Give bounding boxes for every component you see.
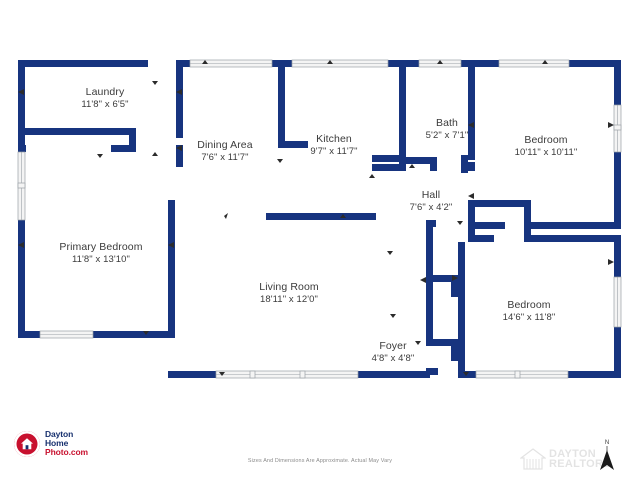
logo-line-1: Dayton xyxy=(45,429,74,439)
disclaimer-text: Sizes And Dimensions Are Approximate. Ac… xyxy=(247,458,393,464)
brand-logo-text: Dayton Home Photo.com xyxy=(45,429,89,458)
compass-north-label: N xyxy=(604,440,610,446)
window-bedroom-north-top xyxy=(498,59,570,68)
watermark-text: DAYTON REALTORS xyxy=(549,447,611,470)
window-kitchen-top xyxy=(291,59,389,68)
logo-line-2: Home xyxy=(45,438,69,449)
window-left-primary xyxy=(17,151,26,221)
north-arrow-icon xyxy=(600,446,614,470)
window-primary-bottom xyxy=(39,330,94,339)
window-bedroom-north-right xyxy=(613,104,622,153)
logo-line-3: Photo.com xyxy=(45,447,89,458)
compass-rose: N xyxy=(596,440,618,474)
wall-group xyxy=(18,60,175,338)
realtor-building-icon xyxy=(520,448,546,470)
brand-logo[interactable]: Dayton Home Photo.com xyxy=(14,429,89,458)
house-in-circle-icon xyxy=(14,430,40,457)
window-dining-top xyxy=(189,59,273,68)
window-bedroom-south-right xyxy=(613,276,622,328)
window-bedroom-south-bottom xyxy=(475,370,569,379)
dayton-realtors-watermark: DAYTON REALTORS xyxy=(520,444,620,474)
watermark-line-1: DAYTON xyxy=(549,447,597,460)
watermark-line-2: REALTORS xyxy=(549,458,611,470)
window-living-bottom xyxy=(215,370,359,379)
door-markers xyxy=(18,60,614,376)
